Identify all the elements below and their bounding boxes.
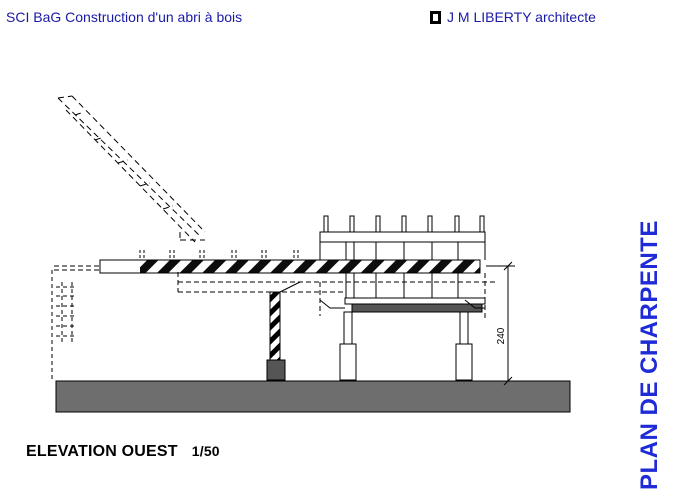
project-title: SCI BaG Construction d'un abri à bois: [6, 9, 242, 25]
dimension-label: 240: [496, 327, 507, 344]
rafter-posts: [139, 250, 299, 260]
right-posts: [339, 311, 473, 381]
left-wall-dashed: [51, 270, 76, 381]
main-beam: [99, 259, 481, 274]
architect-credit: J M LIBERTY architecte: [430, 9, 596, 25]
lower-beam: [351, 303, 483, 313]
sloped-roof-dashed: [57, 95, 206, 243]
beam-brackets: [319, 299, 485, 309]
lower-beam-top: [344, 297, 486, 305]
left-post: [266, 291, 286, 381]
architect-name: J M LIBERTY architecte: [447, 9, 596, 25]
height-dimension: [486, 261, 515, 386]
beam-extension-dashed: [54, 265, 100, 271]
view-title: ELEVATION OUEST: [26, 443, 178, 460]
left-strut: [279, 281, 301, 293]
lower-dashed-frame: [177, 272, 495, 320]
ground-slab: [55, 380, 571, 413]
project-title-text: SCI BaG Construction d'un abri à bois: [6, 9, 243, 25]
side-title-text: PLAN DE CHARPENTE: [636, 220, 663, 490]
right-frame: [319, 215, 486, 300]
view-scale: 1/50: [191, 443, 220, 459]
side-title: PLAN DE CHARPENTE: [636, 220, 664, 490]
architect-logo-icon: [430, 10, 441, 24]
elevation-title: ELEVATION OUEST 1/50: [26, 443, 220, 461]
